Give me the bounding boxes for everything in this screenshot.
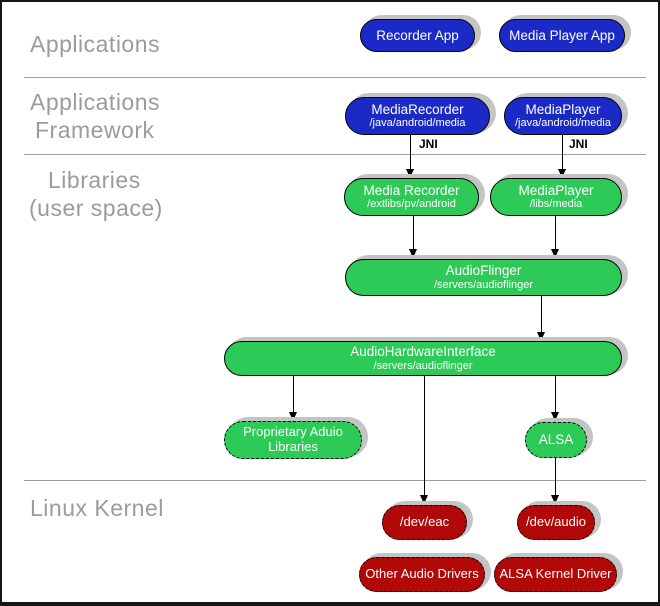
node-mediaplayer-lib: MediaPlayer /libs/media xyxy=(490,178,622,216)
section-label-linux-kernel: Linux Kernel xyxy=(30,495,164,521)
node-mediaplayer-lib-title: MediaPlayer xyxy=(518,182,594,198)
section-label-applications: Applications xyxy=(30,31,161,57)
node-mediarecorder-framework: MediaRecorder /java/android/media xyxy=(345,97,490,135)
arrow-ahi-to-dev-eac xyxy=(420,376,428,504)
arrow-mediarecorder-jni xyxy=(406,135,414,178)
node-media-recorder-lib-title: Media Recorder xyxy=(363,182,460,198)
node-audio-hardware-interface-title: AudioHardwareInterface xyxy=(350,344,496,360)
node-mediaplayer-framework-title: MediaPlayer xyxy=(525,101,601,117)
arrow-ahi-to-proprietary xyxy=(289,376,297,421)
node-audioflinger-title: AudioFlinger xyxy=(445,263,522,279)
node-media-player-app-label: Media Player App xyxy=(509,27,615,43)
arrow-audioflinger-to-ahi xyxy=(537,296,545,341)
node-recorder-app: Recorder App xyxy=(360,19,475,52)
node-mediarecorder-framework-title: MediaRecorder xyxy=(371,101,464,117)
divider-libraries-kernel xyxy=(24,480,646,481)
node-mediaplayer-framework: MediaPlayer /java/android/media xyxy=(504,97,622,135)
section-label-framework-line2: Framework xyxy=(35,117,155,143)
node-audio-hardware-interface: AudioHardwareInterface /servers/audiofli… xyxy=(224,341,622,376)
section-label-framework-line1: Applications xyxy=(30,89,161,115)
node-proprietary-audio-libraries-line1: Proprietary Aduio xyxy=(243,424,343,440)
node-audio-hardware-interface-path: /servers/audioflinger xyxy=(373,359,473,372)
node-alsa-kernel-driver-label: ALSA Kernel Driver xyxy=(499,566,612,582)
node-dev-eac: /dev/eac xyxy=(382,505,467,540)
arrow-mediaplayer-to-audioflinger xyxy=(551,216,559,258)
jni-label-left: JNI xyxy=(419,137,438,151)
divider-applications-framework xyxy=(24,77,646,78)
node-alsa-label: ALSA xyxy=(538,432,574,448)
section-label-libraries-line2: (user space) xyxy=(29,195,163,221)
node-audioflinger-path: /servers/audioflinger xyxy=(433,278,534,291)
arrow-alsa-to-dev-audio xyxy=(551,458,559,504)
node-dev-audio: /dev/audio xyxy=(517,505,595,540)
section-label-libraries-line1: Libraries xyxy=(48,167,141,193)
divider-framework-libraries xyxy=(24,154,646,155)
node-other-audio-drivers-label: Other Audio Drivers xyxy=(365,566,479,582)
arrow-mediarecorder-to-audioflinger xyxy=(409,216,417,258)
node-proprietary-audio-libraries: Proprietary Aduio Libraries xyxy=(224,421,362,459)
arrow-mediaplayer-jni xyxy=(558,135,566,178)
node-other-audio-drivers: Other Audio Drivers xyxy=(359,557,485,592)
node-mediaplayer-lib-path: /libs/media xyxy=(529,198,583,211)
arrow-ahi-to-alsa xyxy=(551,376,559,421)
node-dev-audio-label: /dev/audio xyxy=(526,514,586,530)
node-audioflinger: AudioFlinger /servers/audioflinger xyxy=(345,259,622,296)
node-recorder-app-label: Recorder App xyxy=(376,27,459,43)
node-media-recorder-lib: Media Recorder /extlibs/pv/android xyxy=(344,178,479,216)
node-proprietary-audio-libraries-line2: Libraries xyxy=(268,439,318,454)
jni-label-right: JNI xyxy=(569,137,588,151)
node-alsa-kernel-driver: ALSA Kernel Driver xyxy=(494,557,617,592)
node-dev-eac-label: /dev/eac xyxy=(399,514,450,530)
node-media-player-app: Media Player App xyxy=(499,19,625,52)
node-mediaplayer-framework-path: /java/android/media xyxy=(514,117,611,130)
node-media-recorder-lib-path: /extlibs/pv/android xyxy=(367,198,456,211)
node-alsa: ALSA xyxy=(525,422,587,458)
node-mediarecorder-framework-path: /java/android/media xyxy=(369,117,466,130)
